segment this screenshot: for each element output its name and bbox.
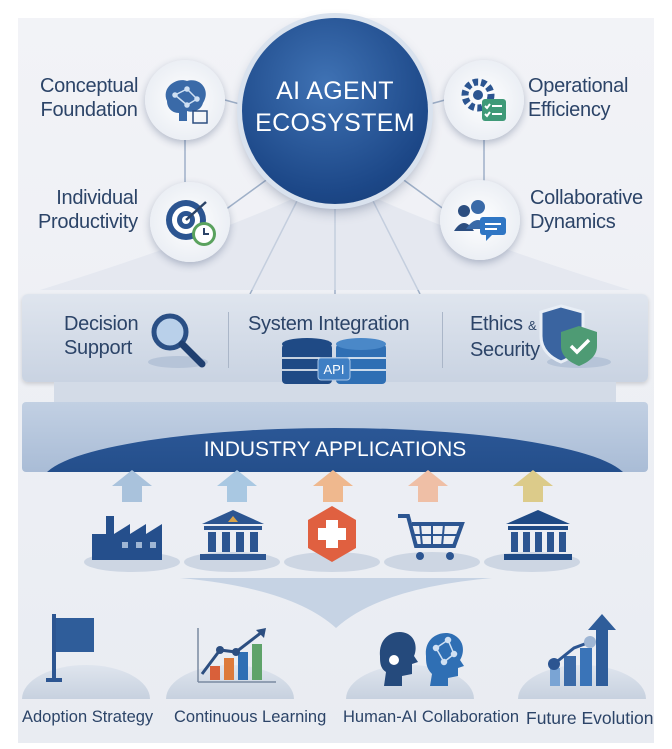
hub-title-line1: AI AGENT — [276, 77, 394, 105]
api-badge: API — [323, 362, 345, 377]
ai-agent-ecosystem-hub: AI AGENT ECOSYSTEM — [242, 18, 428, 204]
healthcare-cross-icon — [308, 506, 356, 562]
ethics-security-label: Ethics &Security — [470, 313, 540, 361]
brain-circuit-icon — [145, 60, 225, 140]
pedestal — [384, 552, 480, 572]
hub-title-line2: ECOSYSTEM — [255, 109, 415, 137]
team-chat-icon — [440, 180, 520, 260]
human-ai-heads-icon — [379, 632, 464, 686]
arrow-up-icon — [217, 470, 257, 502]
arrow-up-icon — [408, 470, 448, 502]
rising-bars-icon — [548, 614, 616, 686]
shield-check-icon — [539, 304, 611, 368]
target-clock-icon — [150, 182, 230, 262]
divider — [442, 312, 443, 368]
arrow-up-icon — [112, 470, 152, 502]
system-integration-label: System Integration — [248, 313, 410, 335]
future-evolution-label: Future Evolution — [526, 708, 654, 728]
arrow-up-icon — [313, 470, 353, 502]
human-ai-collaboration-label: Human-AI Collaboration — [343, 708, 520, 726]
database-api-icon — [282, 338, 386, 384]
continuous-learning-label: Continuous Learning — [174, 708, 327, 726]
funnel-shape — [180, 578, 492, 628]
gear-checklist-icon — [444, 60, 524, 140]
magnifier-icon — [148, 313, 208, 368]
flag-icon — [46, 614, 94, 682]
growth-chart-icon — [197, 628, 276, 683]
adoption-strategy-label: Adoption Strategy — [22, 708, 154, 726]
government-building-icon — [200, 510, 266, 560]
industry-title: INDUSTRY APPLICATIONS — [203, 438, 467, 461]
band-connector — [54, 382, 616, 402]
shopping-cart-icon — [398, 514, 465, 560]
industry-applications-banner: INDUSTRY APPLICATIONS — [22, 402, 648, 472]
arrow-up-icon — [513, 470, 553, 502]
bank-icon — [504, 510, 572, 560]
divider — [228, 312, 229, 368]
factory-icon — [92, 516, 162, 560]
